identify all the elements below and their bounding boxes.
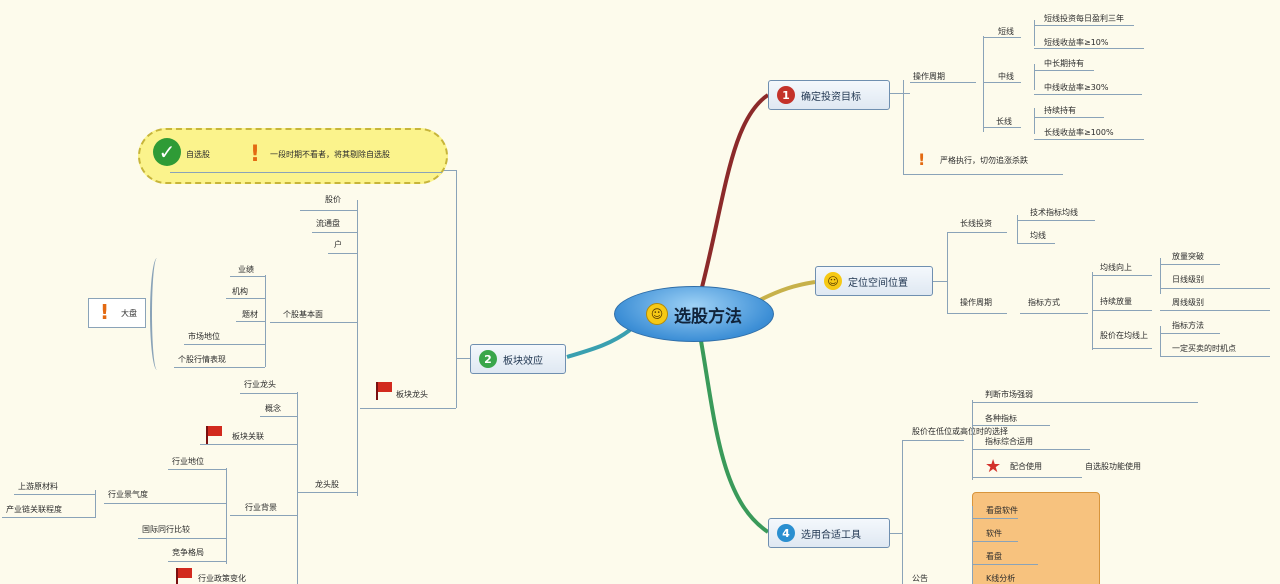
software-label: 看盘软件 bbox=[986, 506, 1018, 515]
left-concept-label: 概念 bbox=[265, 404, 281, 413]
left-market-pos-label: 市场地位 bbox=[188, 332, 220, 341]
branch-position-space[interactable]: ☺ 定位空间位置 bbox=[815, 266, 933, 296]
branch-tools[interactable]: 4 选用合适工具 bbox=[768, 518, 890, 548]
number-4-icon: 4 bbox=[777, 524, 795, 542]
left-leader-label: 行业龙头 bbox=[244, 380, 276, 389]
left-perf-table-label: 个股行情表现 bbox=[178, 355, 226, 364]
red-flag-icon bbox=[376, 382, 378, 400]
indicator-method-label: 指标方法 bbox=[1172, 321, 1204, 330]
price-above-ma-label: 股价在均线上 bbox=[1100, 331, 1148, 340]
red-flag-icon bbox=[206, 426, 208, 444]
left-flag2-label: 龙头股 bbox=[315, 480, 339, 489]
cycle-label-2: 操作周期 bbox=[960, 298, 992, 307]
left-upstream-label: 上游原材料 bbox=[18, 482, 58, 491]
star-icon: ★ bbox=[985, 456, 1002, 477]
exclamation-icon: ! bbox=[250, 142, 261, 167]
longterm-invest-label: 长线投资 bbox=[960, 219, 992, 228]
combined-use-label: 指标综合运用 bbox=[985, 437, 1033, 446]
branch-tools-label: 选用合适工具 bbox=[801, 529, 861, 541]
left-theme-label: 题材 bbox=[242, 310, 258, 319]
left-prosperity-label: 行业景气度 bbox=[108, 490, 148, 499]
announcement-label: 公告 bbox=[912, 574, 928, 583]
operation-cycle-label: 操作周期 bbox=[913, 72, 945, 81]
ma-indicator-label: 技术指标均线 bbox=[1030, 208, 1078, 217]
exclamation-icon: ! bbox=[100, 300, 110, 324]
long-leaf-1: 持续持有 bbox=[1044, 106, 1076, 115]
left-household-label: 户 bbox=[334, 240, 342, 249]
various-indicators-label: 各种指标 bbox=[985, 414, 1017, 423]
left-float-label: 流通盘 bbox=[316, 219, 340, 228]
number-1-icon: 1 bbox=[777, 86, 795, 104]
callout-label-a: 自选股 bbox=[186, 150, 210, 159]
branch-sector-effect[interactable]: 2 板块效应 bbox=[470, 344, 566, 374]
callout-label-b: 一段时期不看者，将其剔除自选股 bbox=[270, 150, 390, 159]
left-fundamentals-label: 个股基本面 bbox=[283, 310, 323, 319]
strength-label: 判断市场强弱 bbox=[985, 390, 1033, 399]
coordinated-label: 配合使用 bbox=[1010, 462, 1042, 471]
timing-label: 一定买卖的时机点 bbox=[1172, 344, 1236, 353]
volume-label: 持续放量 bbox=[1100, 297, 1132, 306]
check-icon: ✓ bbox=[153, 138, 181, 166]
branch-sector-effect-label: 板块效应 bbox=[503, 355, 543, 367]
smile-emoji-icon: ☺ bbox=[646, 303, 668, 325]
mid-leaf-1: 中长期持有 bbox=[1044, 59, 1084, 68]
left-price-label: 股价 bbox=[325, 195, 341, 204]
brace-connector bbox=[150, 258, 164, 370]
mid-term-label: 中线 bbox=[998, 72, 1014, 81]
lowhigh-label: 股价在低位或高位时的选择 bbox=[912, 427, 1008, 436]
branch-invest-goal[interactable]: 1 确定投资目标 bbox=[768, 80, 890, 110]
left-competition-label: 竞争格局 bbox=[172, 548, 204, 557]
tools-highlight-box bbox=[972, 492, 1100, 584]
indicator-way-label: 指标方式 bbox=[1028, 298, 1060, 307]
short-leaf-1: 短线投资每日盈利三年 bbox=[1044, 14, 1124, 23]
branch-invest-goal-label: 确定投资目标 bbox=[801, 91, 861, 103]
left-flag-label: 板块龙头 bbox=[396, 390, 428, 399]
number-2-icon: 2 bbox=[479, 350, 497, 368]
left-intl-label: 国际同行比较 bbox=[142, 525, 190, 534]
left-perf-label: 业绩 bbox=[238, 265, 254, 274]
software-short-label: 软件 bbox=[986, 529, 1002, 538]
long-leaf-2: 长线收益率≥100% bbox=[1044, 128, 1114, 137]
left-sector-link-label: 板块关联 bbox=[232, 432, 264, 441]
exclamation-icon: ! bbox=[918, 150, 926, 169]
ma-up-label: 均线向上 bbox=[1100, 263, 1132, 272]
short-leaf-2: 短线收益率≥10% bbox=[1044, 38, 1109, 47]
mid-leaf-2: 中线收益率≥30% bbox=[1044, 83, 1109, 92]
callout-box bbox=[138, 128, 448, 184]
root-label: 选股方法 bbox=[674, 306, 742, 327]
note-label: 大盘 bbox=[121, 309, 137, 318]
left-industry-bg-label: 行业背景 bbox=[245, 503, 277, 512]
long-term-label: 长线 bbox=[996, 117, 1012, 126]
branch-position-space-label: 定位空间位置 bbox=[848, 277, 908, 289]
left-inst-label: 机构 bbox=[232, 287, 248, 296]
note-box bbox=[88, 298, 146, 328]
kline-label: K线分析 bbox=[986, 574, 1016, 583]
smile-emoji-icon: ☺ bbox=[824, 272, 842, 290]
root-node[interactable]: ☺ 选股方法 bbox=[614, 286, 774, 342]
ma-label: 均线 bbox=[1030, 231, 1046, 240]
daily-level-label: 日线级别 bbox=[1172, 275, 1204, 284]
left-industry-pos-label: 行业地位 bbox=[172, 457, 204, 466]
short-term-label: 短线 bbox=[998, 27, 1014, 36]
left-policy-label: 行业政策变化 bbox=[198, 574, 246, 583]
red-flag-icon bbox=[176, 568, 178, 584]
strict-note-label: 严格执行，切勿追涨杀跌 bbox=[940, 156, 1028, 165]
favorites-label: 自选股功能使用 bbox=[1085, 462, 1141, 471]
left-chain-label: 产业链关联程度 bbox=[6, 505, 62, 514]
breakout-label: 放量突破 bbox=[1172, 252, 1204, 261]
watch-label: 看盘 bbox=[986, 552, 1002, 561]
weekly-level-label: 周线级别 bbox=[1172, 298, 1204, 307]
